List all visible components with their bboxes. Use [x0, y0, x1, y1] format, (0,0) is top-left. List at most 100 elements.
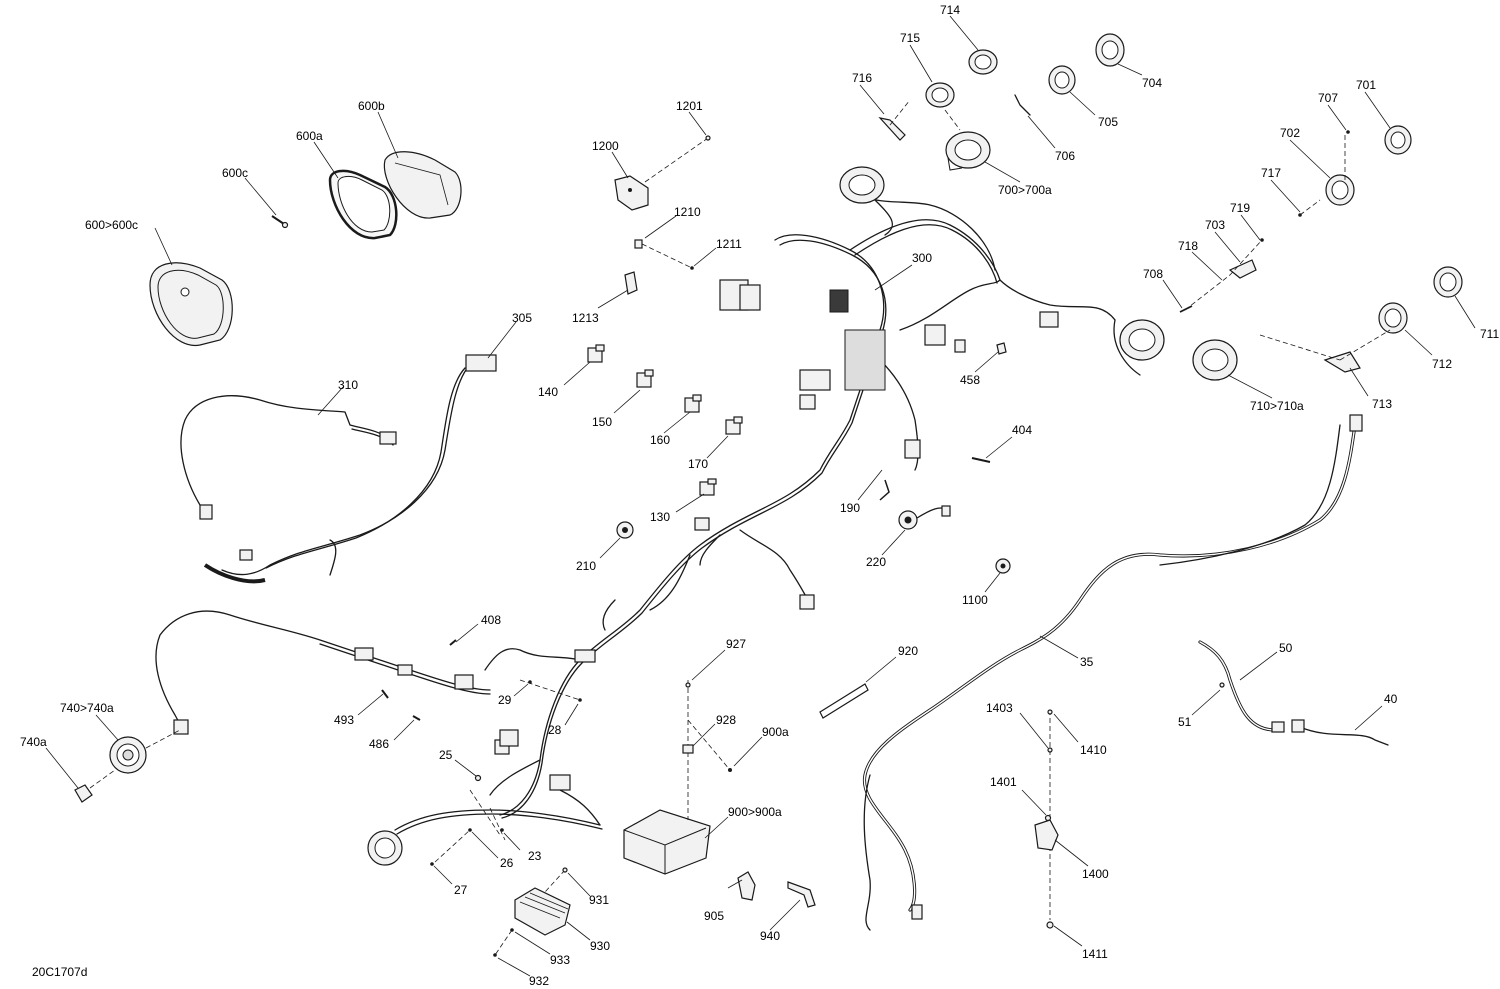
callout-718: 718	[1178, 239, 1198, 253]
connector-740c	[397, 664, 413, 676]
screw-708	[1179, 305, 1193, 313]
screw-933	[510, 928, 514, 932]
callout-1410: 1410	[1080, 743, 1107, 757]
dash-740	[145, 729, 181, 749]
screw-29	[528, 680, 532, 684]
clip-1210	[634, 239, 643, 249]
callout-1211: 1211	[716, 237, 742, 251]
clip-1213	[624, 271, 638, 295]
gauge-bezel-600c	[149, 262, 233, 346]
harness-310-a	[180, 395, 391, 516]
callout-1401: 1401	[990, 775, 1017, 789]
harness-305-c	[329, 539, 337, 576]
dash-1211	[641, 243, 693, 269]
callout-708: 708	[1143, 267, 1163, 281]
harness-740	[155, 610, 491, 729]
callout-713: 713	[1372, 397, 1392, 411]
dash-713	[1259, 329, 1391, 361]
callout-190: 190	[840, 501, 860, 515]
terminal-40	[1291, 719, 1305, 733]
callout-1400: 1400	[1082, 867, 1109, 881]
harness-lower-b	[394, 809, 601, 831]
ring-701	[1384, 125, 1412, 155]
bracket-713	[1323, 351, 1361, 373]
connector-lower-a	[499, 729, 519, 747]
screw-1410	[1047, 709, 1053, 715]
callout-130: 130	[650, 510, 670, 524]
gauge-display-600b	[383, 151, 462, 219]
dash-23-27	[434, 789, 506, 863]
screw-719	[1260, 238, 1264, 242]
screw-927	[685, 682, 691, 688]
solenoid-1400	[1034, 819, 1059, 851]
clip-408	[449, 639, 457, 646]
ring-705	[1048, 65, 1076, 95]
cable-40	[1299, 726, 1389, 746]
relay-130	[699, 478, 717, 496]
screw-1211	[690, 266, 694, 270]
connector-305	[465, 354, 497, 372]
connector-740b	[354, 647, 374, 661]
callout-51: 51	[1178, 715, 1192, 729]
callout-28: 28	[548, 723, 562, 737]
screw-28	[578, 698, 582, 702]
ring-711	[1433, 266, 1463, 298]
callout-310: 310	[338, 378, 358, 392]
screw-717	[1298, 213, 1302, 217]
callout-900a: 900a	[762, 725, 789, 739]
screw-26	[468, 828, 472, 832]
callout-140: 140	[538, 385, 558, 399]
callout-700-700a: 700>700a	[998, 183, 1052, 197]
callout-210: 210	[576, 559, 596, 573]
ring-712	[1378, 302, 1408, 334]
screw-25	[474, 774, 482, 782]
callout-900-900a: 900>900a	[728, 805, 782, 819]
nut-1411	[1046, 921, 1054, 929]
speaker-700	[945, 131, 991, 171]
callout-408: 408	[481, 613, 501, 627]
callout-716: 716	[852, 71, 872, 85]
connector-310a	[379, 431, 397, 445]
screw-707	[1346, 130, 1350, 134]
connector-305b	[239, 549, 253, 561]
screw-600c	[271, 215, 289, 229]
callout-920: 920	[898, 644, 918, 658]
main-harness-300	[484, 194, 1116, 826]
callout-704: 704	[1142, 76, 1162, 90]
callout-300: 300	[912, 251, 932, 265]
callout-29: 29	[498, 693, 512, 707]
dash-1201	[644, 137, 709, 183]
gauge-frame-600a	[328, 169, 398, 240]
callout-1100: 1100	[962, 593, 988, 607]
cap-740a	[74, 784, 93, 803]
cable-940	[787, 881, 816, 908]
callout-930: 930	[590, 939, 610, 953]
callout-27: 27	[454, 883, 468, 897]
callout-932: 932	[529, 974, 549, 988]
speaker-lower	[367, 830, 403, 866]
sensor-210	[616, 521, 634, 539]
speaker-700-wire	[874, 199, 894, 236]
callout-1210: 1210	[674, 205, 701, 219]
callout-404: 404	[1012, 423, 1032, 437]
callout-712: 712	[1432, 357, 1452, 371]
strap-920	[819, 683, 869, 719]
bracket-905	[737, 871, 756, 901]
callout-labels: 600>600c 600c 600a 600b 1200 1201 1210 1…	[20, 3, 1499, 988]
callout-170: 170	[688, 457, 708, 471]
connector-740a	[173, 719, 189, 735]
screw-51	[1219, 682, 1225, 688]
callout-35: 35	[1080, 655, 1094, 669]
callout-305: 305	[512, 311, 532, 325]
screw-931	[562, 867, 568, 873]
callout-486: 486	[369, 737, 389, 751]
battery-900	[623, 809, 711, 875]
screw-1201	[705, 135, 711, 141]
callout-703: 703	[1205, 218, 1225, 232]
ring-714	[968, 49, 998, 75]
callout-493: 493	[334, 713, 354, 727]
relay-170	[725, 416, 743, 435]
screw-900a	[728, 768, 732, 772]
clip-928	[682, 744, 694, 754]
